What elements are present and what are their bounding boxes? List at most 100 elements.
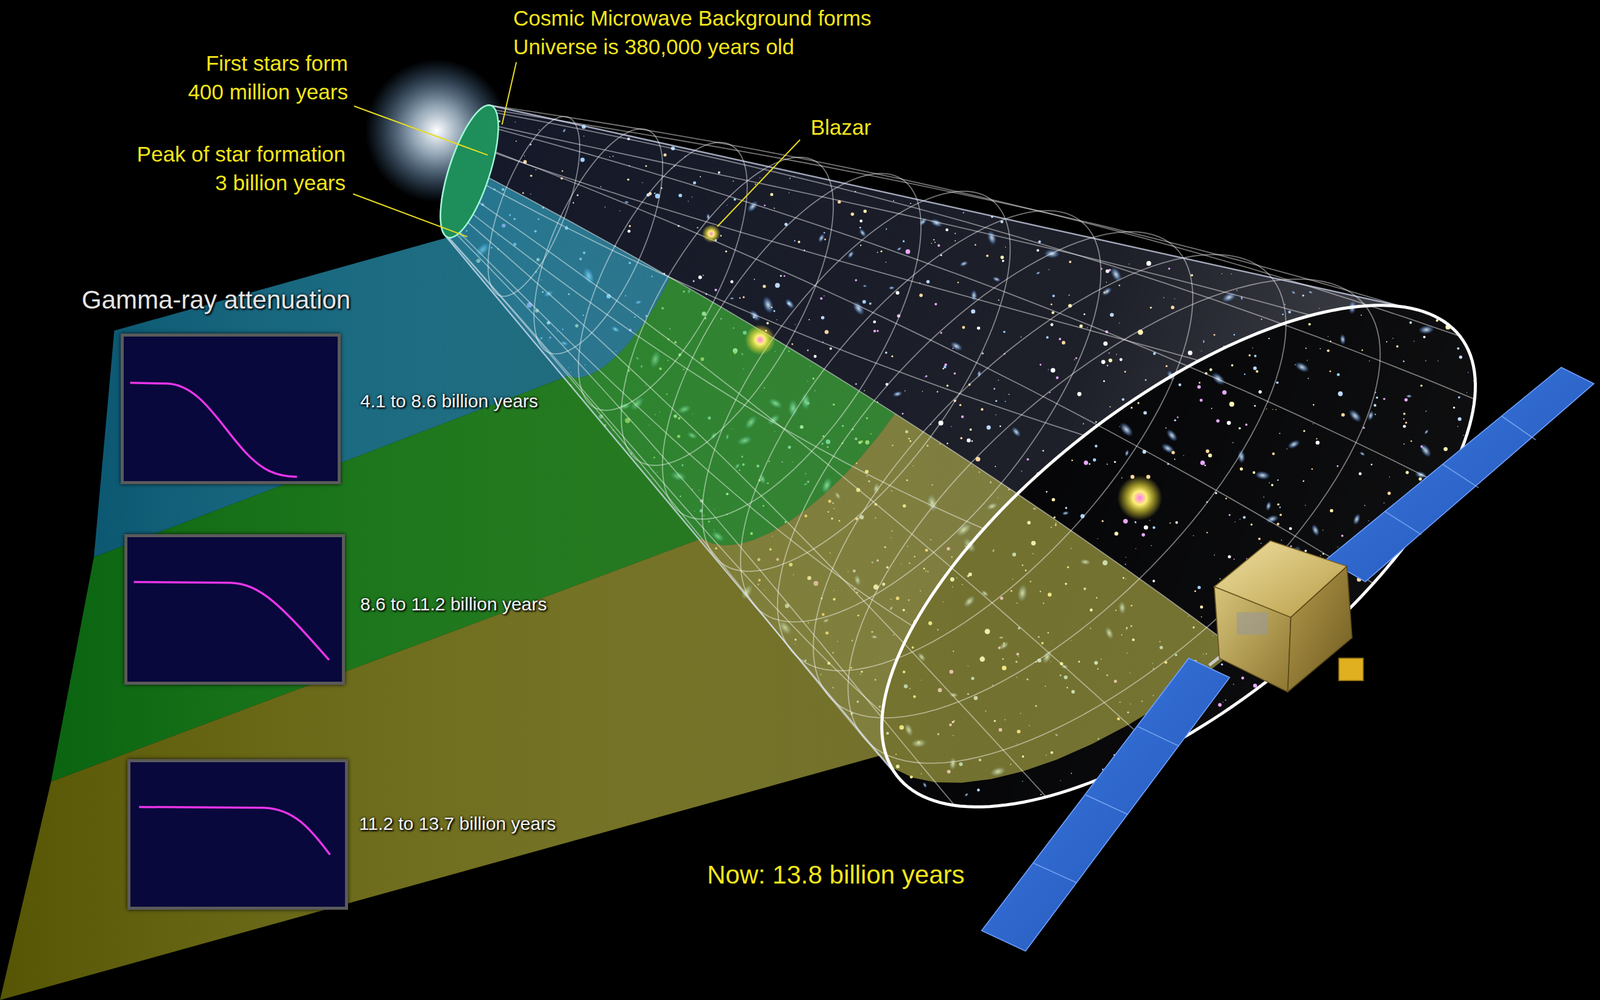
star: [1005, 246, 1006, 247]
star: [1425, 410, 1427, 412]
star: [1109, 405, 1111, 408]
star: [627, 178, 630, 182]
star: [1405, 470, 1409, 474]
attenuation-panel: 8.6 to 11.2 billion years: [124, 533, 345, 685]
star: [1294, 363, 1296, 366]
star: [1409, 321, 1412, 324]
star: [980, 407, 984, 411]
star: [1418, 477, 1422, 481]
galaxy: [760, 294, 776, 315]
star: [1340, 534, 1344, 537]
epoch-band: [0, 413, 1237, 1000]
star: [957, 281, 959, 283]
grid-ring: [740, 210, 1101, 622]
star: [1178, 383, 1182, 387]
star: [998, 299, 1000, 301]
star: [1119, 426, 1120, 427]
star: [1225, 699, 1227, 701]
star: [950, 426, 952, 427]
star: [1152, 526, 1156, 529]
star: [1386, 341, 1388, 343]
star: [583, 135, 584, 137]
star: [1258, 390, 1262, 394]
star: [1383, 502, 1385, 503]
star: [1002, 259, 1005, 263]
star: [1329, 508, 1334, 513]
star: [1073, 359, 1075, 360]
star: [524, 155, 526, 157]
leader-lines: [352, 62, 800, 237]
star: [1108, 358, 1113, 363]
callout-text: Blazar: [810, 115, 872, 140]
leader-line: [717, 139, 801, 227]
star: [1208, 453, 1212, 458]
star: [1042, 449, 1045, 452]
grid-meridian: [481, 107, 1403, 307]
star: [1204, 464, 1206, 466]
star: [604, 206, 606, 208]
star: [1318, 307, 1320, 309]
star: [823, 295, 825, 297]
star: [1281, 539, 1283, 541]
star: [561, 170, 564, 172]
star: [1137, 401, 1140, 404]
star: [1200, 460, 1206, 466]
galaxy: [963, 791, 970, 798]
star: [995, 413, 997, 416]
star: [863, 209, 867, 213]
star: [515, 140, 517, 143]
star: [876, 329, 879, 332]
grid-meridian: [459, 140, 1199, 361]
star: [855, 382, 857, 385]
star: [1008, 393, 1010, 395]
star: [1047, 368, 1049, 370]
star: [1231, 363, 1234, 367]
star: [954, 240, 956, 242]
star: [1311, 468, 1313, 470]
star: [954, 232, 956, 235]
star: [1114, 531, 1118, 536]
star: [794, 240, 796, 242]
grid-ring: [813, 254, 1286, 718]
star: [1191, 273, 1194, 277]
star: [1253, 366, 1257, 370]
star: [1312, 404, 1315, 406]
star: [1233, 683, 1235, 685]
star: [1239, 466, 1243, 470]
galaxy: [1309, 522, 1322, 538]
star: [1121, 398, 1124, 401]
star: [1169, 522, 1171, 524]
star: [1000, 255, 1004, 260]
star: [1064, 506, 1068, 509]
star: [1168, 267, 1171, 270]
star: [1413, 340, 1415, 342]
galaxy: [1358, 450, 1366, 457]
star: [823, 231, 826, 234]
callout-text: 400 million years: [187, 79, 349, 105]
star: [1304, 347, 1307, 349]
star: [855, 279, 858, 282]
star: [1055, 376, 1059, 379]
star: [1226, 420, 1232, 425]
blazar-symbol: [1117, 475, 1163, 521]
star: [977, 326, 981, 330]
star: [1170, 305, 1175, 310]
star: [1250, 523, 1253, 526]
star: [1200, 616, 1202, 618]
star: [1265, 408, 1267, 409]
star: [1425, 360, 1427, 362]
star: [1253, 404, 1256, 407]
star: [787, 301, 791, 305]
star: [1050, 303, 1053, 306]
star: [1173, 458, 1176, 460]
star: [1086, 327, 1088, 329]
galaxy: [747, 307, 762, 324]
star: [1387, 491, 1391, 495]
star: [1457, 426, 1458, 427]
star: [892, 199, 895, 202]
galaxy: [783, 296, 797, 311]
star: [1341, 412, 1346, 417]
star: [1420, 384, 1423, 387]
star: [1242, 515, 1246, 519]
star: [762, 284, 766, 288]
